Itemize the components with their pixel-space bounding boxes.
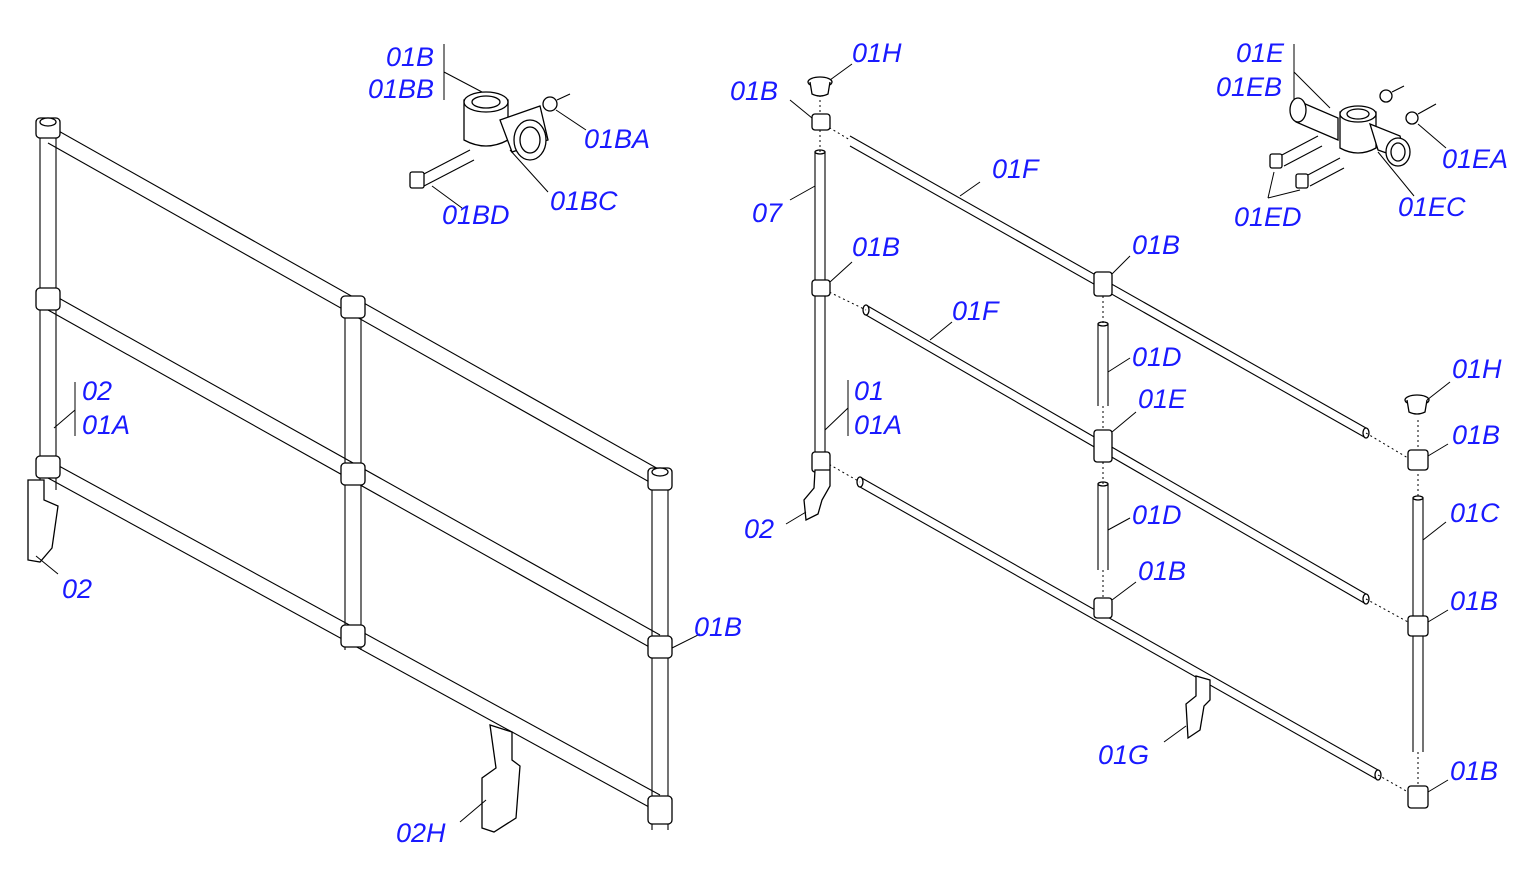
label-02-base-plate: 02 [62,574,92,604]
label-01H-left: 01H [852,38,902,68]
base-plate-02-exploded [803,469,831,522]
label-01ED: 01ED [1234,202,1302,232]
label-07: 07 [752,198,783,228]
assembled-railing-view: 02 01A 02 01B 02H [27,117,742,848]
label-01H-right: 01H [1452,354,1502,384]
label-01B-detail: 01B [386,42,434,72]
label-01A-post: 01A [82,410,130,440]
clamps-assembled [35,117,673,825]
rail-bottom [856,476,1382,781]
label-01EB: 01EB [1216,72,1282,102]
base-plate-left [27,479,59,563]
label-01E: 01E [1138,384,1187,414]
label-01C: 01C [1450,498,1500,528]
base-plate-middle [481,724,521,833]
exploded-railing-view: 01H 01B 07 01F 01B 01B 01F 01D 01E 01 01… [730,38,1502,809]
label-01BA: 01BA [584,124,650,154]
label-01G: 01G [1098,740,1149,770]
label-01BC: 01BC [550,186,618,216]
label-02-post: 02 [82,376,112,406]
label-01: 01 [854,376,884,406]
label-01BD: 01BD [442,200,510,230]
label-01F-middle: 01F [952,296,1000,326]
label-01A: 01A [854,410,902,440]
post-01D-lower [1097,481,1109,570]
label-01B-right-top: 01B [1452,420,1500,450]
label-01B-mid-left: 01B [852,232,900,262]
label-01EA: 01EA [1442,144,1508,174]
label-01D-upper: 01D [1132,342,1182,372]
rail-01F-middle [862,304,1370,605]
label-01B-right-middle: 01B [1450,586,1498,616]
clamps-exploded [811,113,1429,809]
label-01EC: 01EC [1398,192,1466,222]
post-01D-upper [1097,321,1109,406]
label-01B-right-bottom: 01B [1450,756,1498,786]
label-01D-lower: 01D [1132,500,1182,530]
label-02H-plate: 02H [396,818,446,848]
label-01F-top: 01F [992,154,1040,184]
label-01E-detail: 01E [1236,38,1285,68]
label-01BB: 01BB [368,74,434,104]
base-plate-01G [1185,675,1211,740]
cap-01H-left [807,76,833,97]
label-01B-top-left: 01B [730,76,778,106]
label-01B-clamp: 01B [694,612,742,642]
cap-01H-right [1404,394,1430,415]
cross-clamp-detail-01E: 01E 01EB 01EA 01ED 01EC [1216,38,1508,232]
post-07 [814,149,826,470]
label-02-exploded: 02 [744,514,774,544]
label-01B-upper-center: 01B [1132,230,1180,260]
clamp-detail-01B: 01B 01BB 01BA 01BC 01BD [368,42,650,230]
label-01B-lower-center: 01B [1138,556,1186,586]
